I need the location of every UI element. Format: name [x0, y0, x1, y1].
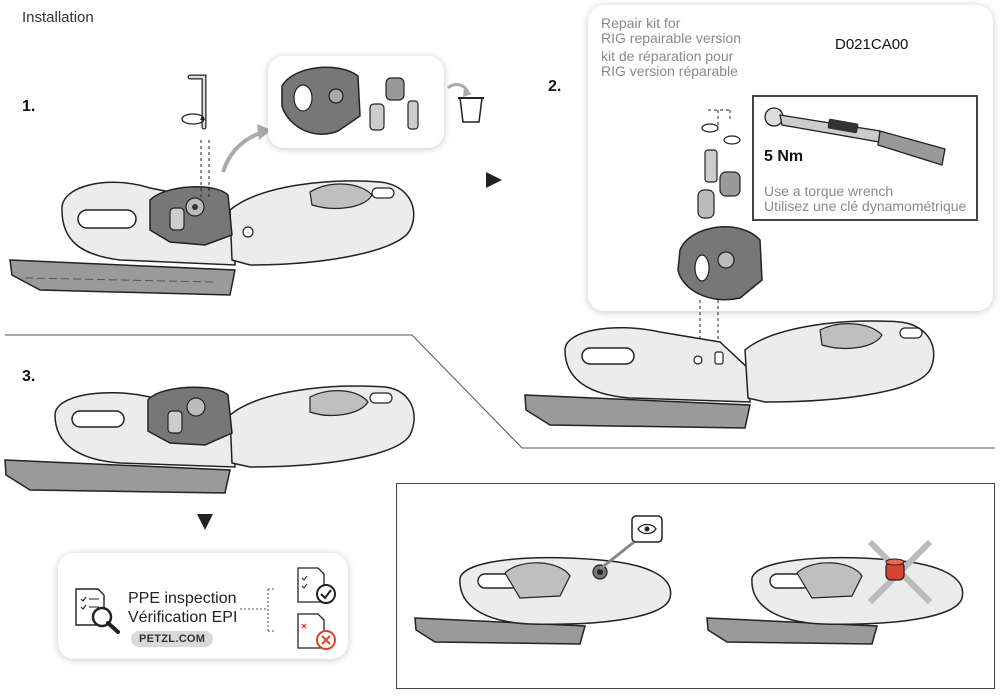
step-2-device-illustration — [524, 320, 935, 429]
repair-kit-reference: D021CA00 — [835, 36, 909, 53]
arrow-right-icon — [486, 172, 502, 188]
inspection-line-fr: Vérification EPI — [128, 609, 238, 626]
step-1-label: 1. — [22, 98, 36, 115]
trash-icon — [446, 83, 484, 123]
rotate-icon — [181, 113, 205, 125]
inspection-bracket — [240, 588, 276, 632]
repair-kit-line-1: Repair kit for — [601, 15, 681, 31]
cross-circle-icon — [297, 613, 336, 650]
eye-icon — [599, 515, 663, 571]
arrow-curve-icon — [221, 124, 271, 173]
repair-kit-line-2: RIG repairable version — [601, 30, 742, 46]
page-title: Installation — [22, 9, 94, 26]
step-1-device-illustration — [9, 180, 415, 296]
torque-instruction-en: Use a torque wrench — [764, 183, 894, 199]
torque-value: 5 Nm — [764, 148, 804, 165]
torque-instruction-fr: Utilisez une clé dynamométrique — [764, 198, 967, 214]
torque-instructions: Use a torque wrench Utilisez une clé dyn… — [764, 184, 966, 214]
website-link[interactable]: PETZL.COM — [131, 631, 214, 647]
repair-kit-line-4: RIG version réparable — [601, 63, 738, 79]
step-2-label: 2. — [548, 78, 562, 95]
incorrect-assembly-illustration — [706, 539, 964, 645]
step-3-label: 3. — [22, 368, 36, 385]
check-circle-icon — [297, 567, 336, 604]
allen-key-icon — [187, 74, 207, 130]
torque-wrench-icon — [764, 107, 946, 166]
correct-vs-incorrect-frame — [396, 483, 995, 689]
step-3-device-illustration — [4, 385, 415, 494]
exploded-parts-illustration — [677, 109, 763, 360]
correct-assembly-illustration — [414, 557, 672, 645]
checklist-magnifier-icon — [75, 588, 120, 634]
dashed-guide — [200, 140, 210, 200]
removed-parts-illustration — [281, 66, 419, 135]
repair-kit-line-3: kit de réparation pour — [601, 48, 734, 64]
inspection-text: PPE inspection Vérification EPI — [128, 589, 237, 627]
arrow-down-icon — [197, 514, 213, 530]
repair-kit-label-en: Repair kit for RIG repairable version ki… — [601, 16, 741, 79]
inspection-line-en: PPE inspection — [128, 590, 237, 607]
